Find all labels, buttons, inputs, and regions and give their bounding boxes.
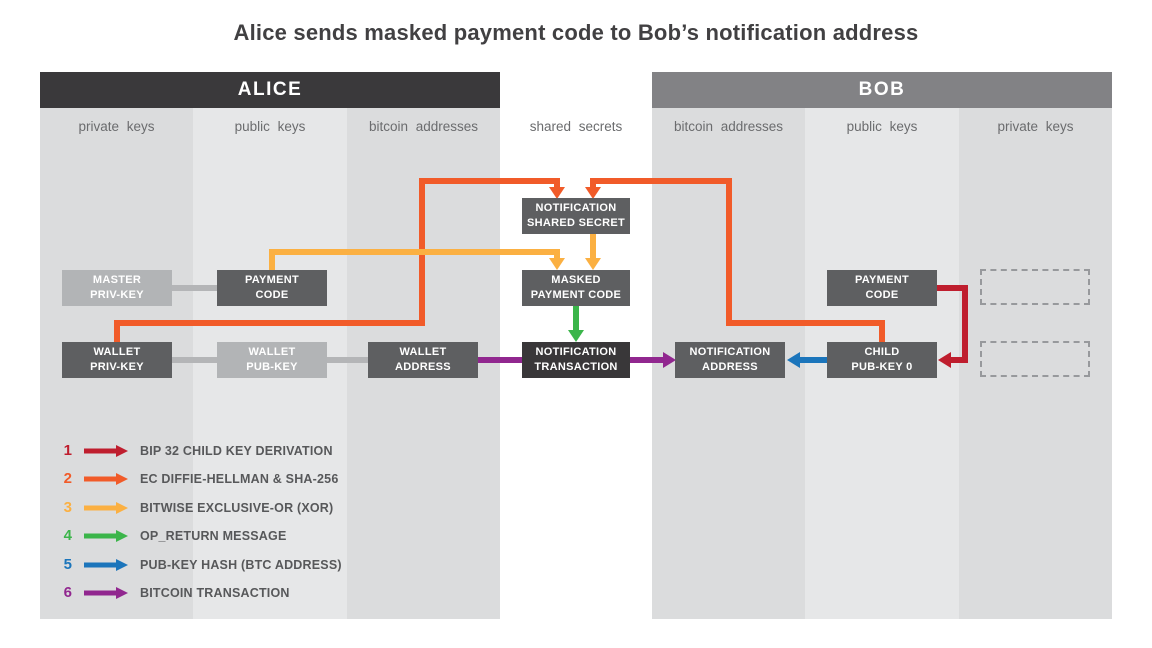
legend-item-transaction: 6 BITCOIN TRANSACTION [58,584,290,601]
arrow-bip32-derivation [935,285,968,363]
node-label: CODE [255,289,289,301]
bob-private-key-placeholder-2 [980,341,1090,377]
legend-item-opreturn: 4 OP_RETURN MESSAGE [58,527,287,544]
node-label: PRIV-KEY [90,361,144,373]
diagram-title: Alice sends masked payment code to Bob’s… [233,20,919,45]
node-label: WALLET [399,346,447,359]
arrowhead-opreturn [568,330,584,342]
arrow-ecdh-from-child-pub-key [590,178,885,343]
node-label: MASKED [551,274,601,287]
legend-label: EC DIFFIE-HELLMAN & SHA-256 [140,471,339,486]
column-label-bob-public-keys: public keys [846,119,918,134]
node-label: ADDRESS [395,361,451,373]
node-label: PUB-KEY 0 [851,361,913,373]
arrowhead-bip32-derivation [938,352,951,368]
legend-label: BITWISE EXCLUSIVE-OR (XOR) [140,500,334,515]
node-label: PRIV-KEY [90,289,144,301]
bob-private-key-placeholder-1 [980,269,1090,305]
node-wallet-pub-key: WALLET PUB-KEY [217,342,327,378]
legend-number: 4 [63,527,72,544]
node-wallet-address: WALLET ADDRESS [368,342,478,378]
legend-item-bip32: 1 BIP 32 CHILD KEY DERIVATION [58,442,333,459]
node-label: PAYMENT [244,274,300,287]
legend-number: 3 [63,499,72,516]
legend-label: BITCOIN TRANSACTION [140,585,290,600]
node-label: WALLET [248,346,296,359]
node-label: PAYMENT [854,274,910,287]
alice-header: ALICE [40,72,500,108]
node-notification-address: NOTIFICATION ADDRESS [675,342,785,378]
legend-arrow-icon [84,444,128,457]
node-wallet-priv-key: WALLET PRIV-KEY [62,342,172,378]
legend-item-pubkeyhash: 5 PUB-KEY HASH (BTC ADDRESS) [58,556,342,573]
node-label: MASTER [92,274,142,287]
node-label: CHILD [864,346,900,359]
arrow-ecdh-from-wallet-priv-key [114,178,560,343]
node-payment-code-alice: PAYMENT CODE [217,270,327,306]
node-label: TRANSACTION [534,361,618,373]
legend-number: 5 [63,556,72,573]
bob-header: BOB [652,72,1112,108]
arrowhead-xor-right [585,258,601,270]
node-notification-transaction: NOTIFICATION TRANSACTION [522,342,630,378]
node-label: PAYMENT CODE [530,289,622,301]
legend-number: 6 [63,584,72,601]
arrowhead-ecdh-left [549,187,565,199]
legend-number: 2 [63,470,72,487]
column-label-alice-public-keys: public keys [234,119,306,134]
column-label-alice-private-keys: private keys [78,119,155,134]
node-label: PUB-KEY [246,361,298,373]
node-label: SHARED SECRET [526,217,626,229]
arrowhead-xor-left [549,258,565,270]
legend-arrow-icon [84,501,128,514]
legend-arrow-icon [84,529,128,542]
node-notification-shared-secret: NOTIFICATION SHARED SECRET [522,198,630,234]
legend-label: PUB-KEY HASH (BTC ADDRESS) [140,557,342,572]
column-label-alice-bitcoin-addresses: bitcoin addresses [368,119,479,134]
arrow-xor-from-payment-code [269,249,560,270]
legend-arrow-icon [84,586,128,599]
column-label-bob-private-keys: private keys [997,119,1074,134]
legend-item-ecdh: 2 EC DIFFIE-HELLMAN & SHA-256 [58,470,339,487]
legend-item-xor: 3 BITWISE EXCLUSIVE-OR (XOR) [58,499,334,516]
node-master-priv-key: MASTER PRIV-KEY [62,270,172,306]
arrowhead-pubkeyhash [787,352,800,368]
legend-number: 1 [63,442,72,459]
arrowhead-ecdh-right [585,187,601,199]
node-payment-code-bob: PAYMENT CODE [827,270,937,306]
node-label: NOTIFICATION [535,346,617,359]
legend-label: OP_RETURN MESSAGE [140,528,287,543]
node-label: NOTIFICATION [689,346,771,359]
legend-arrow-icon [84,558,128,571]
node-label: WALLET [93,346,141,359]
column-label-shared-secrets: shared secrets [529,119,623,134]
node-child-pub-key-0: CHILD PUB-KEY 0 [827,342,937,378]
node-masked-payment-code: MASKED PAYMENT CODE [522,270,630,306]
column-label-bob-bitcoin-addresses: bitcoin addresses [673,119,784,134]
node-label: CODE [865,289,899,301]
arrowhead-transaction [663,352,676,368]
node-label: ADDRESS [702,361,758,373]
legend-label: BIP 32 CHILD KEY DERIVATION [140,443,333,458]
node-label: NOTIFICATION [535,202,617,215]
legend-arrow-icon [84,472,128,485]
bob-column-private-keys [959,108,1112,619]
